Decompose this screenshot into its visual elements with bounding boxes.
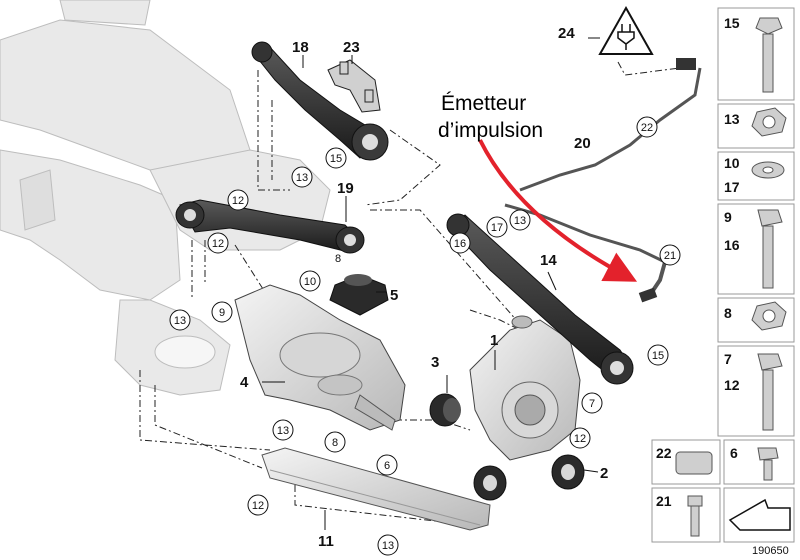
annotation-line2: d’impulsion	[438, 119, 543, 142]
svg-text:13: 13	[174, 315, 186, 327]
svg-text:13: 13	[382, 540, 394, 552]
annotation-arrow	[478, 139, 638, 282]
svg-text:13: 13	[514, 215, 526, 227]
svg-text:13: 13	[296, 172, 308, 184]
label-23: 23	[343, 39, 360, 56]
svg-text:6: 6	[384, 460, 390, 472]
label-2: 2	[600, 465, 608, 482]
upper-control-arm-18	[251, 41, 389, 161]
label-19: 19	[337, 180, 354, 197]
label-24: 24	[558, 25, 575, 42]
svg-text:22: 22	[641, 122, 653, 134]
label-1: 1	[490, 332, 498, 349]
svg-text:12: 12	[232, 195, 244, 207]
circled-callouts	[169, 116, 681, 556]
wheel-carrier-1	[469, 315, 581, 461]
tie-bar-11	[261, 447, 491, 531]
svg-text:9: 9	[219, 307, 225, 319]
svg-text:7: 7	[589, 398, 595, 410]
bushings-2	[473, 454, 585, 501]
circled-callout-text: 15 13 12 12 10 9 13 8 6 13 12 13 16 17 1…	[174, 122, 676, 552]
label-3: 3	[431, 354, 439, 371]
control-arm-19	[175, 199, 365, 254]
svg-text:8: 8	[724, 305, 732, 321]
svg-text:9: 9	[724, 209, 732, 225]
svg-text:17: 17	[724, 179, 740, 195]
svg-text:8: 8	[335, 253, 341, 265]
svg-text:16: 16	[454, 238, 466, 250]
svg-text:10: 10	[304, 276, 316, 288]
svg-text:15: 15	[330, 153, 342, 165]
svg-text:12: 12	[574, 433, 586, 445]
wishbone-4	[234, 284, 406, 431]
svg-text:15: 15	[724, 15, 740, 31]
sensor-21	[638, 287, 658, 303]
diagram-number: 190650	[752, 545, 789, 557]
label-14: 14	[540, 252, 557, 269]
fastener-panel: 15 13 10 17 9 16 8 7 12 22 6 21	[651, 7, 795, 543]
rubber-mount-5	[329, 274, 389, 316]
svg-text:16: 16	[724, 237, 740, 253]
arrow-icon	[728, 498, 791, 531]
svg-text:12: 12	[212, 238, 224, 250]
label-11: 11	[318, 533, 334, 550]
label-18: 18	[292, 39, 309, 56]
svg-text:15: 15	[652, 350, 664, 362]
svg-text:13: 13	[724, 111, 740, 127]
label-5: 5	[390, 287, 398, 304]
label-4: 4	[240, 374, 249, 391]
svg-text:12: 12	[252, 500, 264, 512]
part-number-labels: 18 23 19 20 24 5 4 3 1 14 2 11	[240, 25, 608, 550]
svg-text:21: 21	[656, 493, 672, 509]
svg-text:13: 13	[277, 425, 289, 437]
control-arm-14	[446, 213, 634, 385]
bushing-3	[429, 393, 461, 427]
annotation-text: Émetteur d’impulsion	[438, 92, 543, 142]
svg-text:21: 21	[664, 250, 676, 262]
svg-text:12: 12	[724, 377, 740, 393]
connector-22	[676, 58, 696, 70]
svg-text:6: 6	[730, 445, 738, 461]
bracket-23	[327, 59, 381, 113]
svg-text:10: 10	[724, 155, 740, 171]
svg-text:7: 7	[724, 351, 732, 367]
svg-text:17: 17	[491, 222, 503, 234]
svg-text:22: 22	[656, 445, 672, 461]
electric-warning-icon	[598, 5, 654, 55]
svg-text:8: 8	[332, 437, 338, 449]
label-20: 20	[574, 135, 591, 152]
annotation-line1: Émetteur	[441, 92, 526, 115]
